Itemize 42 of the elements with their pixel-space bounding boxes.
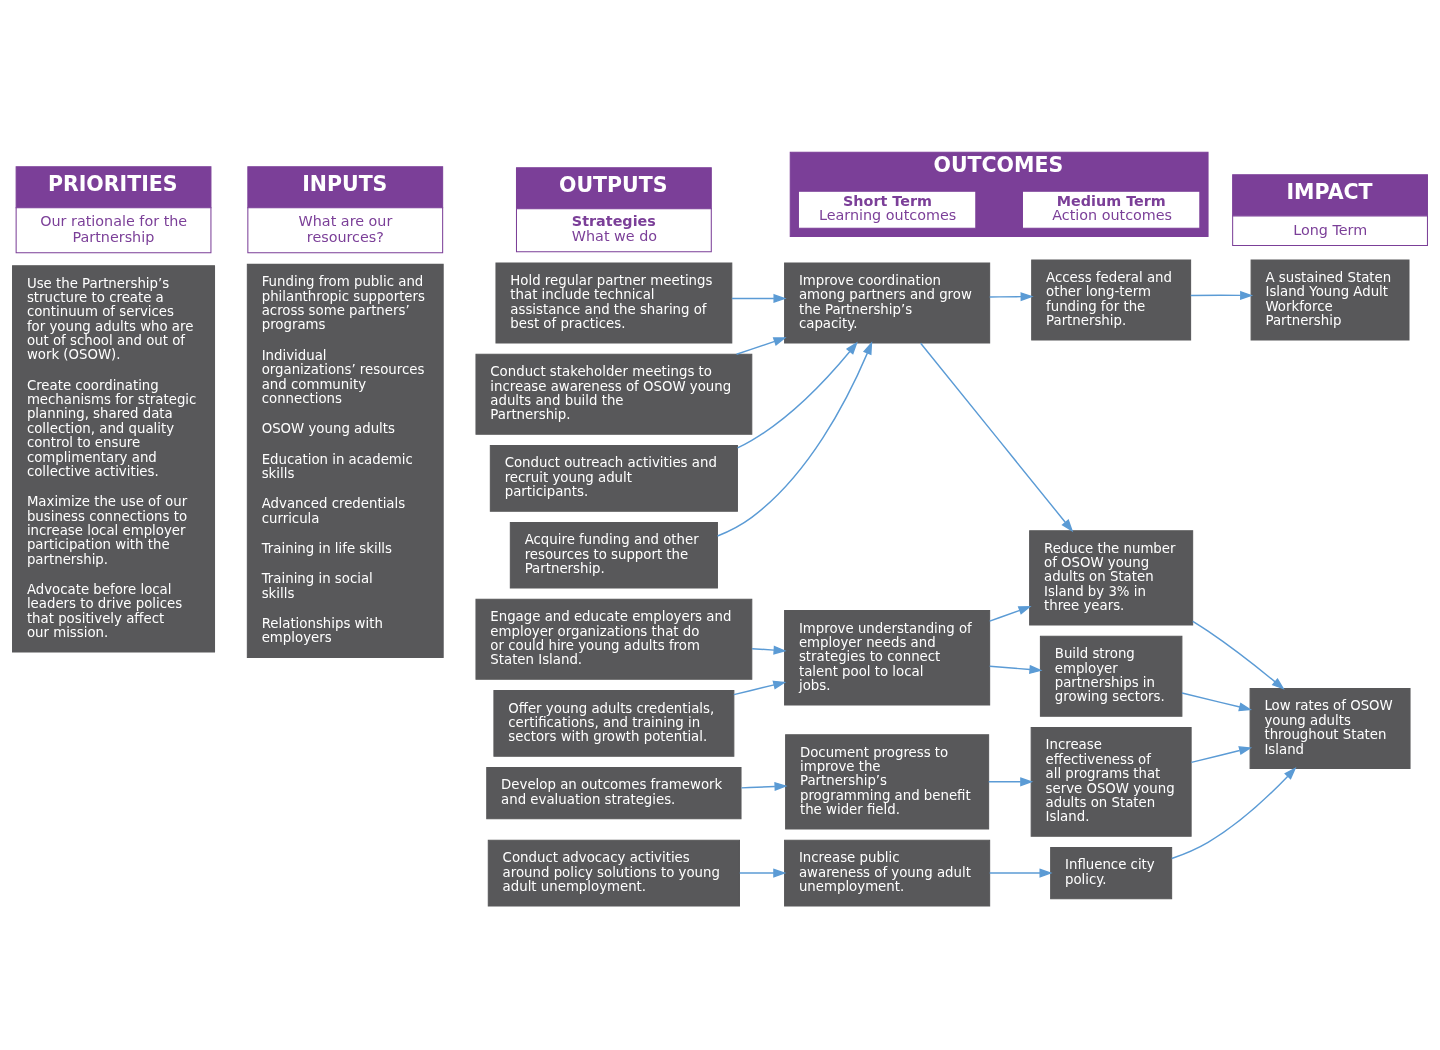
node-box: A sustained Staten Island Young Adult Workforce Partnership [1250,259,1410,341]
node-box: Medium Term Action outcomes [1021,190,1201,229]
arrow [731,293,787,304]
arrow [735,337,787,355]
node-box: Funding from public and philanthropic supporters across some partners’ programs Individual organizations’ resources and community connections OSOW young adults Education in academic skills Advanced credentials curricula Training in life skills Training in social skills Relationships with employers [246,263,444,658]
node-box: Improve coordination among partners and grow the Partnership’s capacity. [784,262,991,344]
arrow [1190,290,1254,300]
arrow [1171,767,1297,860]
arrow [740,781,788,792]
node-box: Engage and educate employers and employer organizations that do or could hire young adults from Staten Island. [475,598,753,680]
node-box: Short Term Learning outcomes [797,190,977,229]
arrow [1190,746,1253,764]
node-box: Develop an outcomes framework and evaluation strategies. [486,766,742,820]
arrow [733,680,787,696]
node-box: Increase public awareness of young adult unemployment. [784,839,991,907]
arrow [988,777,1034,787]
node-box: Use the Partnership’s structure to create a continuum of services for young adults who are out of school and out of work (OSOW). Create coordinating mechanisms for strategic planning, shared data collection, and quality control to ensure complimentary and collective activities. Maximize the use of our business connections to increase local employer participation with the partnership. Advocate before local leaders to drive polices that positively affect our mission. [12,265,216,653]
node-box: Conduct outreach activities and recruit young adult participants. [489,445,738,512]
node-box: Influence city policy. [1050,846,1173,900]
arrow [989,606,1032,622]
arrow [736,341,858,449]
arrow [739,868,787,878]
arrow [1192,620,1285,690]
node-box: Improve understanding of employer needs and strategies to connect talent pool to local jobs. [784,610,991,706]
arrow [989,292,1034,302]
arrow [1181,692,1253,712]
node-box: Conduct advocacy activities around policy solutions to young adult unemployment. [487,839,740,907]
node-box: Build strong employer partnerships in growing sectors. [1039,635,1183,717]
node-box: Access federal and other long-term funding for the Partnership. [1031,259,1192,341]
node-box: Offer young adults credentials, certifications, and training in sectors with growth potential. [493,690,735,757]
node-box: Acquire funding and other resources to support the Partnership. [509,521,718,589]
arrow [989,664,1043,675]
arrow [716,341,873,537]
arrow [751,645,787,655]
node-box: Hold regular partner meetings that include technical assistance and the sharing of best of practices. [495,262,733,344]
arrow [989,868,1053,878]
node-box: Document progress to improve the Partnership’s programming and benefit the wider field. [785,734,990,830]
arrow [919,342,1074,533]
node-box: Conduct stakeholder meetings to increase awareness of OSOW young adults and build the Partnership. [475,353,753,435]
node-box: Increase effectiveness of all programs that serve OSOW young adults on Staten Island. [1030,727,1192,837]
node-box: Low rates of OSOW young adults throughout Staten Island [1249,688,1411,770]
node-box: Reduce the number of OSOW young adults on Staten Island by 3% in three years. [1029,530,1194,626]
